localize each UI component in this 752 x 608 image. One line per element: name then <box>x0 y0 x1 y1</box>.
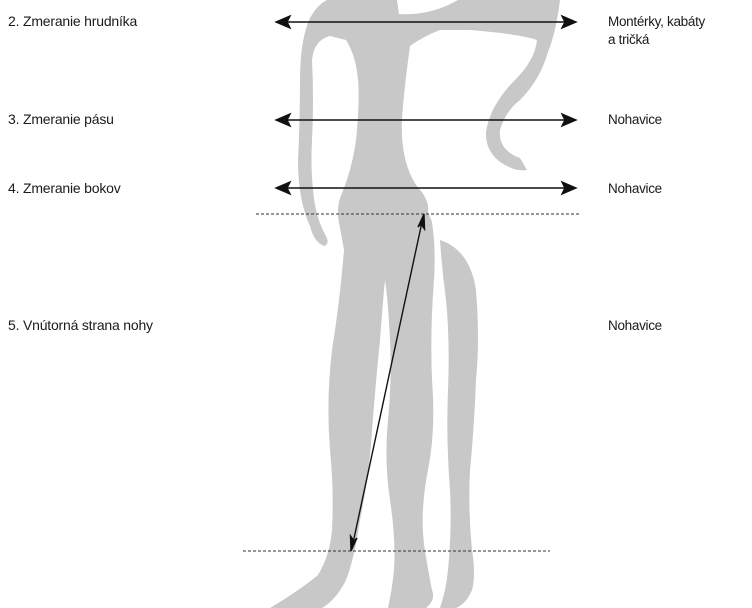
inseam-garment-label: Nohavice <box>608 317 662 335</box>
chest-garment-label: Montérky, kabáty a tričká <box>608 13 705 49</box>
hips-measurement-label: 4. Zmeranie bokov <box>8 180 121 196</box>
waist-garment-label: Nohavice <box>608 111 662 129</box>
inseam-measurement-label: 5. Vnútorná strana nohy <box>8 317 153 333</box>
chest-measurement-label: 2. Zmeranie hrudníka <box>8 13 137 29</box>
waist-measurement-label: 3. Zmeranie pásu <box>8 111 114 127</box>
chest-garment-line2: a tričká <box>608 31 705 49</box>
chest-garment-line1: Montérky, kabáty <box>608 13 705 31</box>
hips-garment-label: Nohavice <box>608 180 662 198</box>
body-silhouette <box>270 0 560 608</box>
